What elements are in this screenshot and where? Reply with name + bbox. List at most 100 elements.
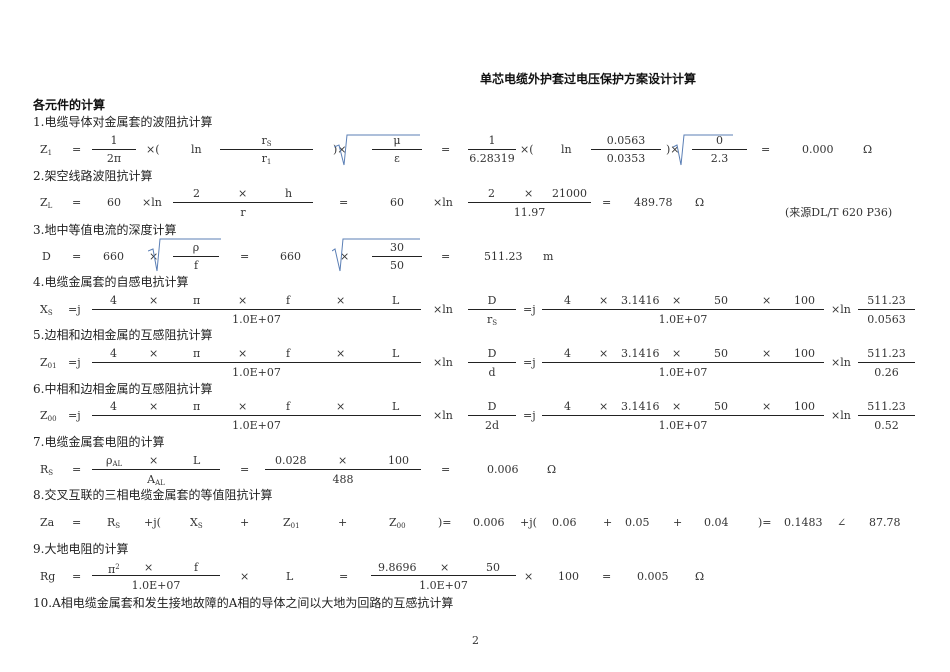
formula-term: × (599, 294, 609, 307)
fraction-bar (591, 149, 661, 150)
formula-term: 9.8696 (378, 561, 417, 574)
formula-term: = (72, 463, 82, 476)
formula-term: 100 (794, 400, 815, 413)
fraction-bar (542, 362, 824, 363)
numerator: 0.0563 (606, 134, 646, 147)
formula-term: ×ln (433, 196, 453, 209)
fraction-bar (858, 415, 915, 416)
formula-term: 60 (107, 196, 121, 209)
formula-term: 2d (484, 419, 500, 432)
formula-term: ×ln (433, 409, 453, 422)
formula-term: × (599, 347, 609, 360)
formula-term: 4 (110, 400, 117, 413)
formula-term: 0.0563 (867, 313, 906, 326)
formula-term: h (285, 187, 293, 200)
formula-term: × (149, 347, 159, 360)
formula-term: × (672, 347, 682, 360)
formula-term: π (193, 294, 201, 307)
formula-term: ×ln (831, 409, 851, 422)
formula-term: 100 (558, 570, 579, 583)
angle-value: 87.78 (869, 516, 901, 529)
lhs: Z1 (40, 143, 53, 157)
angle-icon: ∠ (837, 516, 847, 529)
denominator: ε (394, 152, 400, 165)
fraction-bar (692, 149, 747, 150)
formula-term: ×ln (831, 356, 851, 369)
item-9-heading: 9.大地电阻的计算 (33, 542, 129, 556)
formula-term: 11.97 (513, 206, 546, 219)
item-5-heading: 5.边相和边相金属的互感阻抗计算 (33, 328, 213, 342)
fraction-bar (92, 469, 220, 470)
formula-term: × (440, 561, 450, 574)
formula-term: × (238, 400, 248, 413)
formula-term: = (72, 250, 82, 263)
fraction-bar (220, 149, 313, 150)
fraction-bar (468, 362, 516, 363)
fraction-bar (92, 149, 136, 150)
formula-term: = (602, 196, 612, 209)
formula-term: ρAL (106, 454, 123, 468)
formula-term: 1.0E+07 (658, 419, 708, 432)
formula-term: 511.23 (867, 347, 906, 360)
numerator: rS (261, 134, 272, 148)
lhs: ZL (40, 196, 53, 210)
denominator: r1 (261, 152, 272, 166)
result-value: 0.000 (802, 143, 834, 156)
formula-term: × (338, 454, 348, 467)
formula-term: 21000 (552, 187, 587, 200)
sqrt-icon (148, 238, 221, 272)
formula-term: Z01 (40, 356, 57, 370)
formula-term: × (240, 570, 250, 583)
denominator: 2.3 (710, 152, 729, 165)
formula-term: f (286, 294, 291, 307)
formula-term: 50 (714, 294, 728, 307)
denominator: 6.28319 (469, 152, 515, 165)
ln-operator: ln (191, 143, 202, 156)
formula-term: + (240, 516, 250, 529)
unit: Ω (863, 143, 873, 156)
sqrt-icon (334, 134, 420, 166)
formula-term: 1.0E+07 (131, 579, 181, 592)
item-7-heading: 7.电缆金属套电阻的计算 (33, 435, 165, 449)
formula-term: 0.006 (473, 516, 505, 529)
formula-term: 511.23 (867, 400, 906, 413)
formula-term: +j( (144, 516, 161, 529)
formula-term: 0.06 (552, 516, 577, 529)
fraction-bar (858, 309, 915, 310)
fraction-bar (542, 309, 824, 310)
formula-term: 50 (714, 400, 728, 413)
formula-term: × (672, 400, 682, 413)
formula-term: = (602, 570, 612, 583)
formula-term: × (238, 294, 248, 307)
item-8-heading: 8.交叉互联的三相电缆金属套的等值阻抗计算 (33, 488, 273, 502)
formula-term: Z01 (283, 516, 300, 530)
formula-term: × (336, 347, 346, 360)
formula-term: f (286, 347, 291, 360)
formula-term: D (487, 347, 497, 360)
document-title: 单芯电缆外护套过电压保护方案设计计算 (480, 72, 697, 86)
formula-term: )= (438, 516, 452, 529)
formula-term: 1.0E+07 (232, 313, 281, 326)
formula-term: = (240, 250, 250, 263)
formula-term: =j (68, 303, 81, 316)
formula-term: L (392, 400, 400, 413)
result-value: 0.006 (487, 463, 519, 476)
formula-term: Ω (547, 463, 557, 476)
formula-term: 3.1416 (621, 400, 660, 413)
formula-term: rS (486, 313, 498, 327)
numerator: 1 (488, 134, 496, 147)
formula-term: =j (68, 409, 81, 422)
formula-term: × (524, 570, 534, 583)
formula-term: Ω (695, 570, 705, 583)
equals: = (72, 143, 82, 156)
formula-term: × (336, 400, 346, 413)
formula-term: ×ln (433, 356, 453, 369)
formula-term: 0.04 (704, 516, 729, 529)
formula-term: 3.1416 (621, 294, 660, 307)
formula-term: 100 (794, 294, 815, 307)
formula-term: 1.0E+07 (658, 313, 708, 326)
formula-term: 1.0E+07 (658, 366, 708, 379)
formula-term: =j (523, 409, 536, 422)
formula-term: = (72, 516, 82, 529)
result-value: 0.1483 (784, 516, 823, 529)
